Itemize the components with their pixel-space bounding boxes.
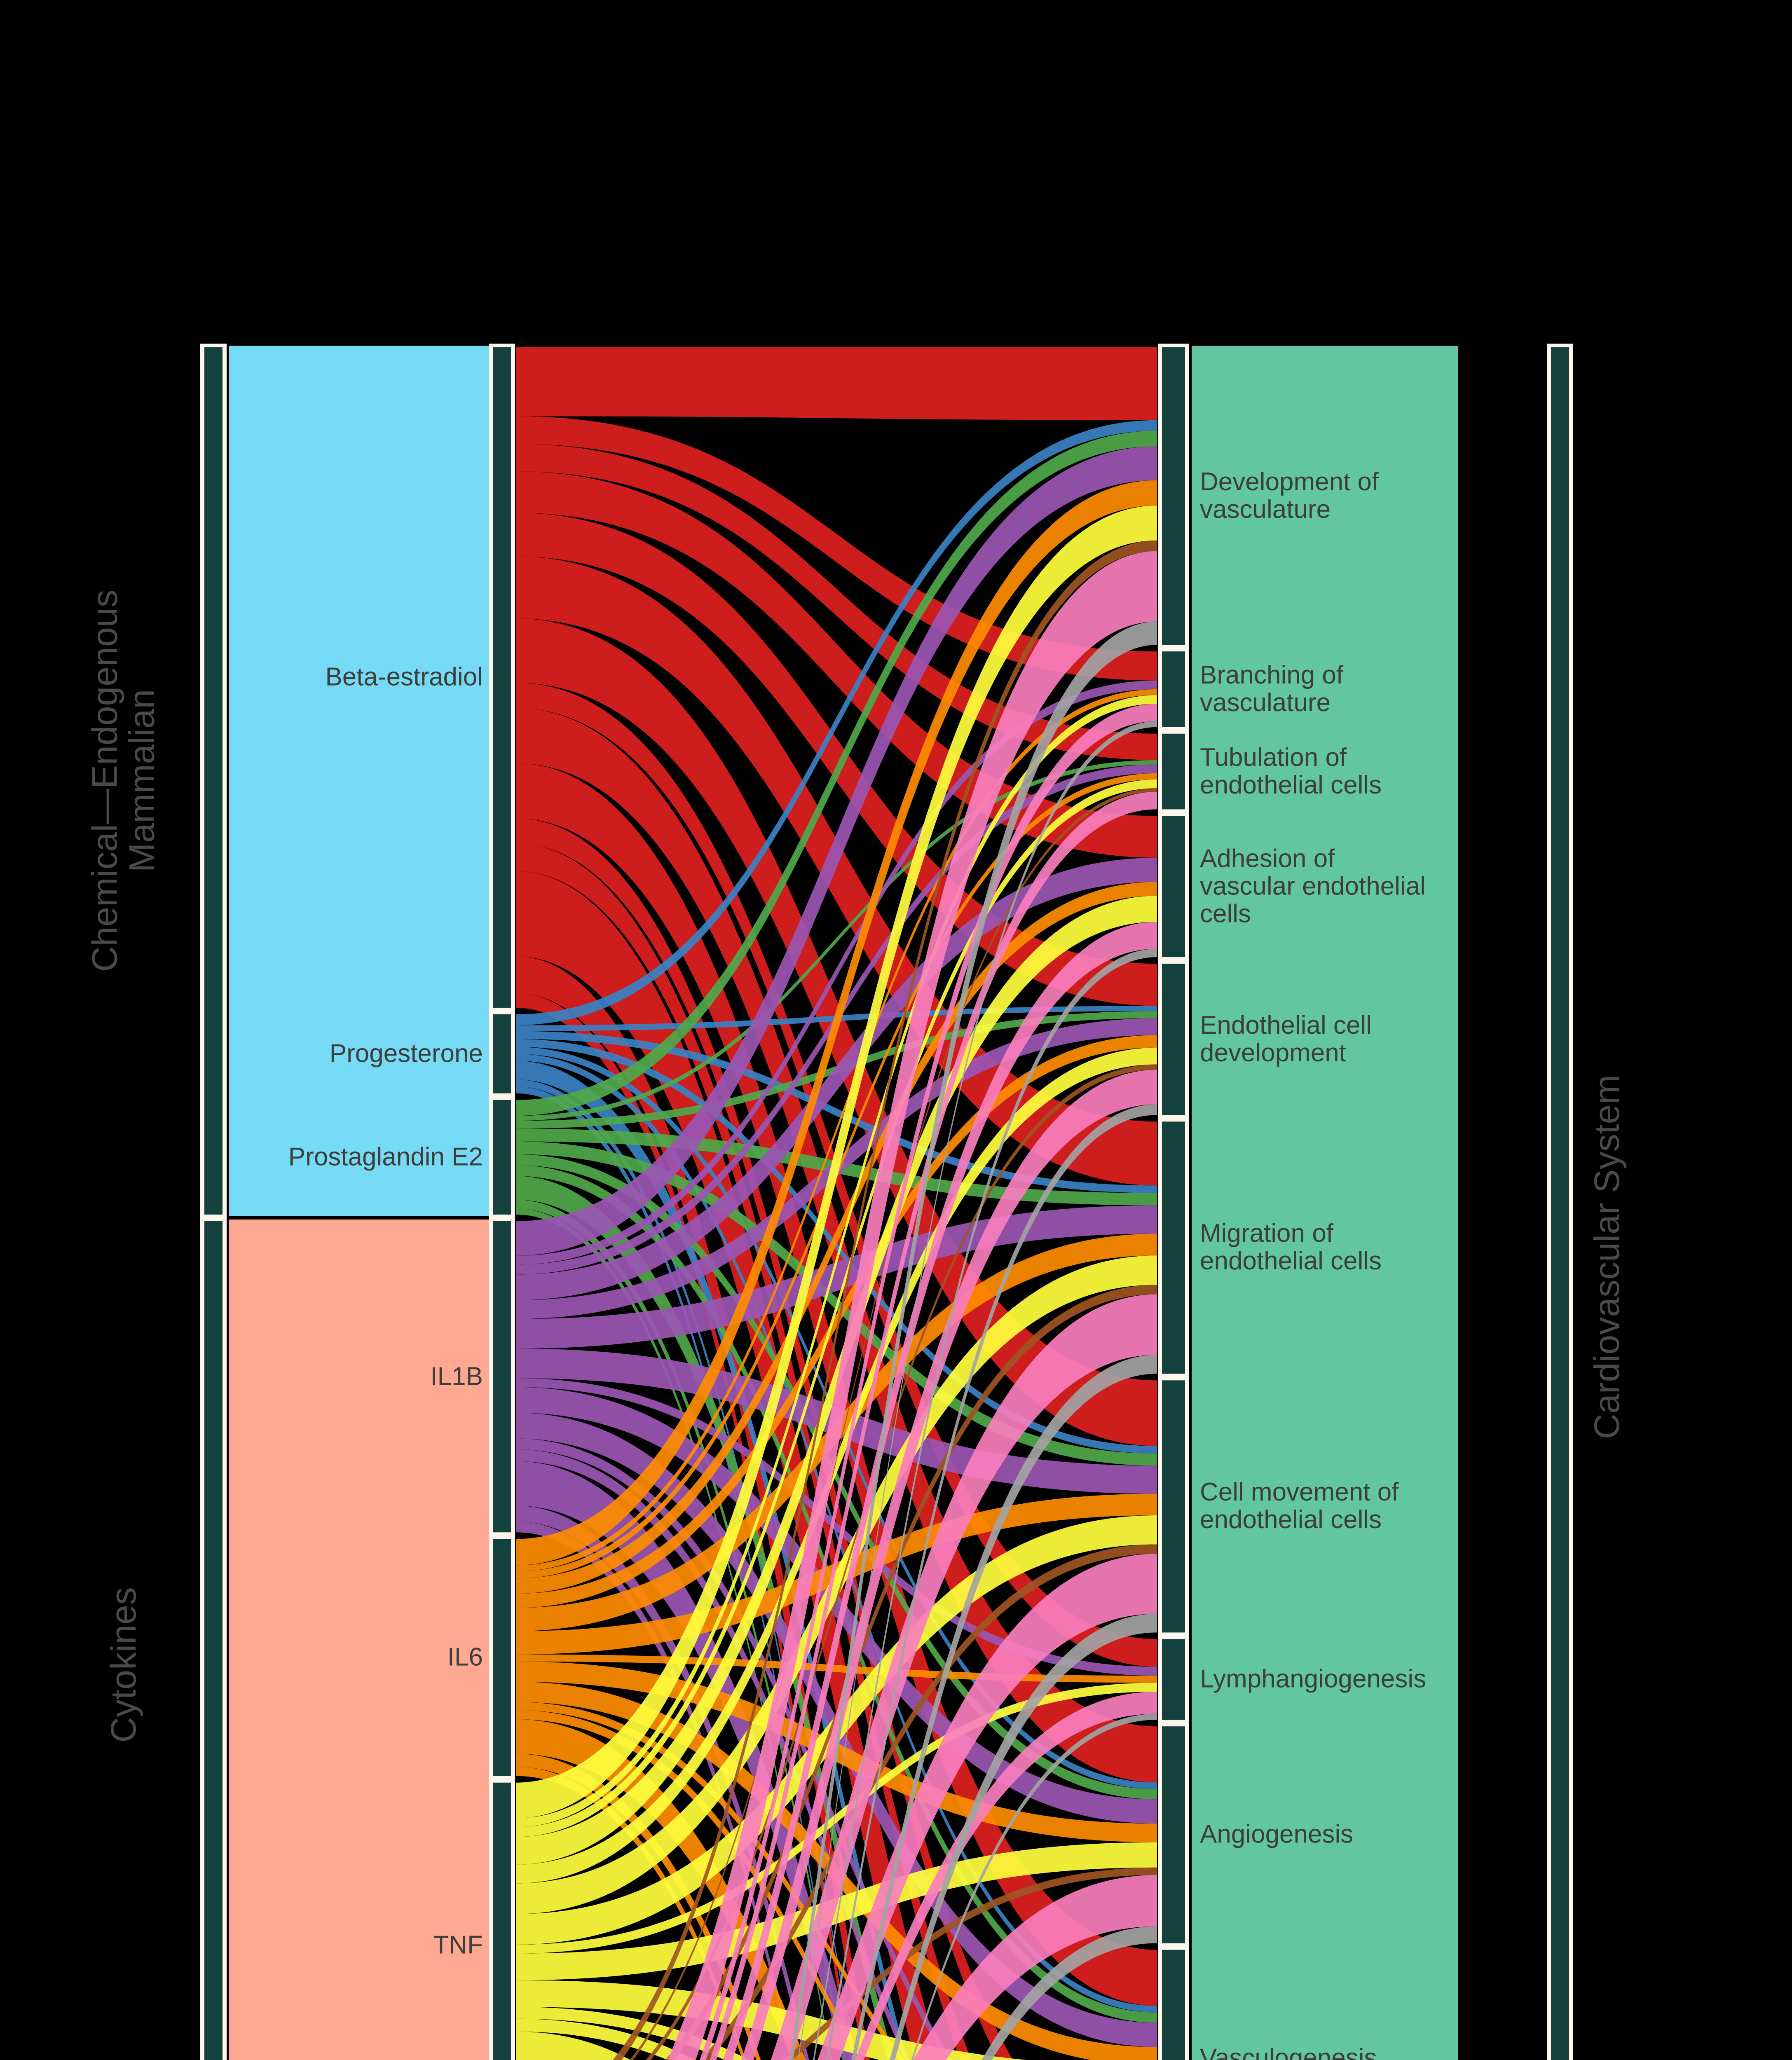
flow-ribbon [516,760,1157,1121]
target-node-label: Migration of endothelial cells [1200,1219,1382,1276]
flow-ribbon [516,556,1157,1186]
flow-ribbon [516,689,1157,1571]
flow-ribbon [516,680,1157,1265]
target-node-bar [1162,1121,1185,1374]
source-node-label: Beta-estradiol [325,662,483,691]
flow-ribbon [516,1031,1157,1193]
flow-ribbon [516,431,1157,1116]
target-node-bar [1162,1950,1185,2060]
target-node-label: Development of vasculature [1200,468,1379,524]
right-category-label: Cardiovascular System [1587,1074,1627,1440]
source-node-label: Prostaglandin E2 [288,1142,483,1171]
target-node-label: Angiogenesis [1200,1820,1354,1849]
flow-ribbon [516,1842,1157,1980]
source-node-label: Progesterone [329,1039,483,1068]
target-node-bar [1162,1380,1185,1633]
target-node-bar [1162,964,1185,1115]
left-category-label: Cytokines [103,1587,143,1743]
source-node-bar [493,1014,511,1093]
flow-ribbon [516,420,1157,1025]
source-node-label: IL6 [447,1643,483,1671]
left-category-bar [204,1221,223,2060]
source-node-label: TNF [433,1931,483,1959]
flow-ribbon [516,416,1157,681]
source-node-bar [493,1782,511,2060]
target-node-bar [1162,347,1185,645]
target-node-label: Endothelial cell development [1200,1011,1372,1067]
flow-ribbon [516,1039,1157,1454]
flow-ribbon [516,1053,1157,2013]
flow-ribbon [516,896,1157,1865]
flow-ribbon [516,1035,1157,1608]
flow-ribbon [818,1554,1157,2060]
flow-ribbon [516,1378,1157,1676]
flow-ribbon [516,1047,1157,1884]
flow-ribbon [516,695,1157,1827]
source-node-bar [493,1221,511,1533]
flow-ribbon [516,480,1157,1566]
target-node-bar [1162,733,1185,810]
flow-ribbon [516,471,1157,858]
target-node-label: Tubulation of endothelial cells [1200,743,1382,799]
left-category-block [229,1219,490,2060]
target-node-label: Cell movement of endothelial cells [1200,1478,1399,1534]
target-node-bar [1162,651,1185,727]
source-node-bar [493,347,511,1008]
flow-ribbon [516,446,1157,1256]
right-category-bar [1551,347,1569,2060]
flow-ribbon [516,1719,806,2060]
target-node-bar [1162,1726,1185,1943]
target-node-label: Lymphangiogenesis [1200,1664,1427,1693]
flow-ribbon [516,2032,630,2060]
flow-ribbon [516,2018,695,2060]
flow-ribbon [516,2007,749,2060]
flow-ribbon [699,704,1157,2060]
flow-ribbon [516,1205,1157,1349]
flow-ribbon [913,1875,1157,2060]
flow-ribbon [516,1255,1157,1914]
target-node-label: Vasculogenesis [1200,2044,1377,2060]
flow-ribbon [516,779,1157,1837]
flow-ribbon [516,513,1157,1006]
flow-ribbon [667,551,1157,2060]
left-category-label: Chemical—Endogenous Mammalian [85,590,162,972]
flow-ribbon [516,882,1157,1594]
left-category-block [229,346,490,1216]
right-category-block [1192,346,1458,2060]
source-node-bar [493,1539,511,1776]
flow-ribbon [516,1154,1157,1800]
target-node-bar [1162,816,1185,957]
flow-ribbon [516,1683,1157,1954]
flow-ribbon [516,1387,1157,1824]
flow-ribbon [516,347,1157,420]
target-node-bar [1162,1639,1185,1720]
flow-ribbon [982,1926,1157,2060]
flow-ribbon [516,857,1157,1300]
source-node-bar [493,1100,511,1215]
flow-ribbon [516,444,1157,760]
left-category-bar [204,347,223,1215]
source-node-label: IL1B [430,1362,483,1391]
target-node-label: Adhesion of vascular endothelial cells [1200,844,1426,928]
target-node-label: Branching of vasculature [1200,661,1344,717]
flow-ribbon [516,506,1157,1819]
